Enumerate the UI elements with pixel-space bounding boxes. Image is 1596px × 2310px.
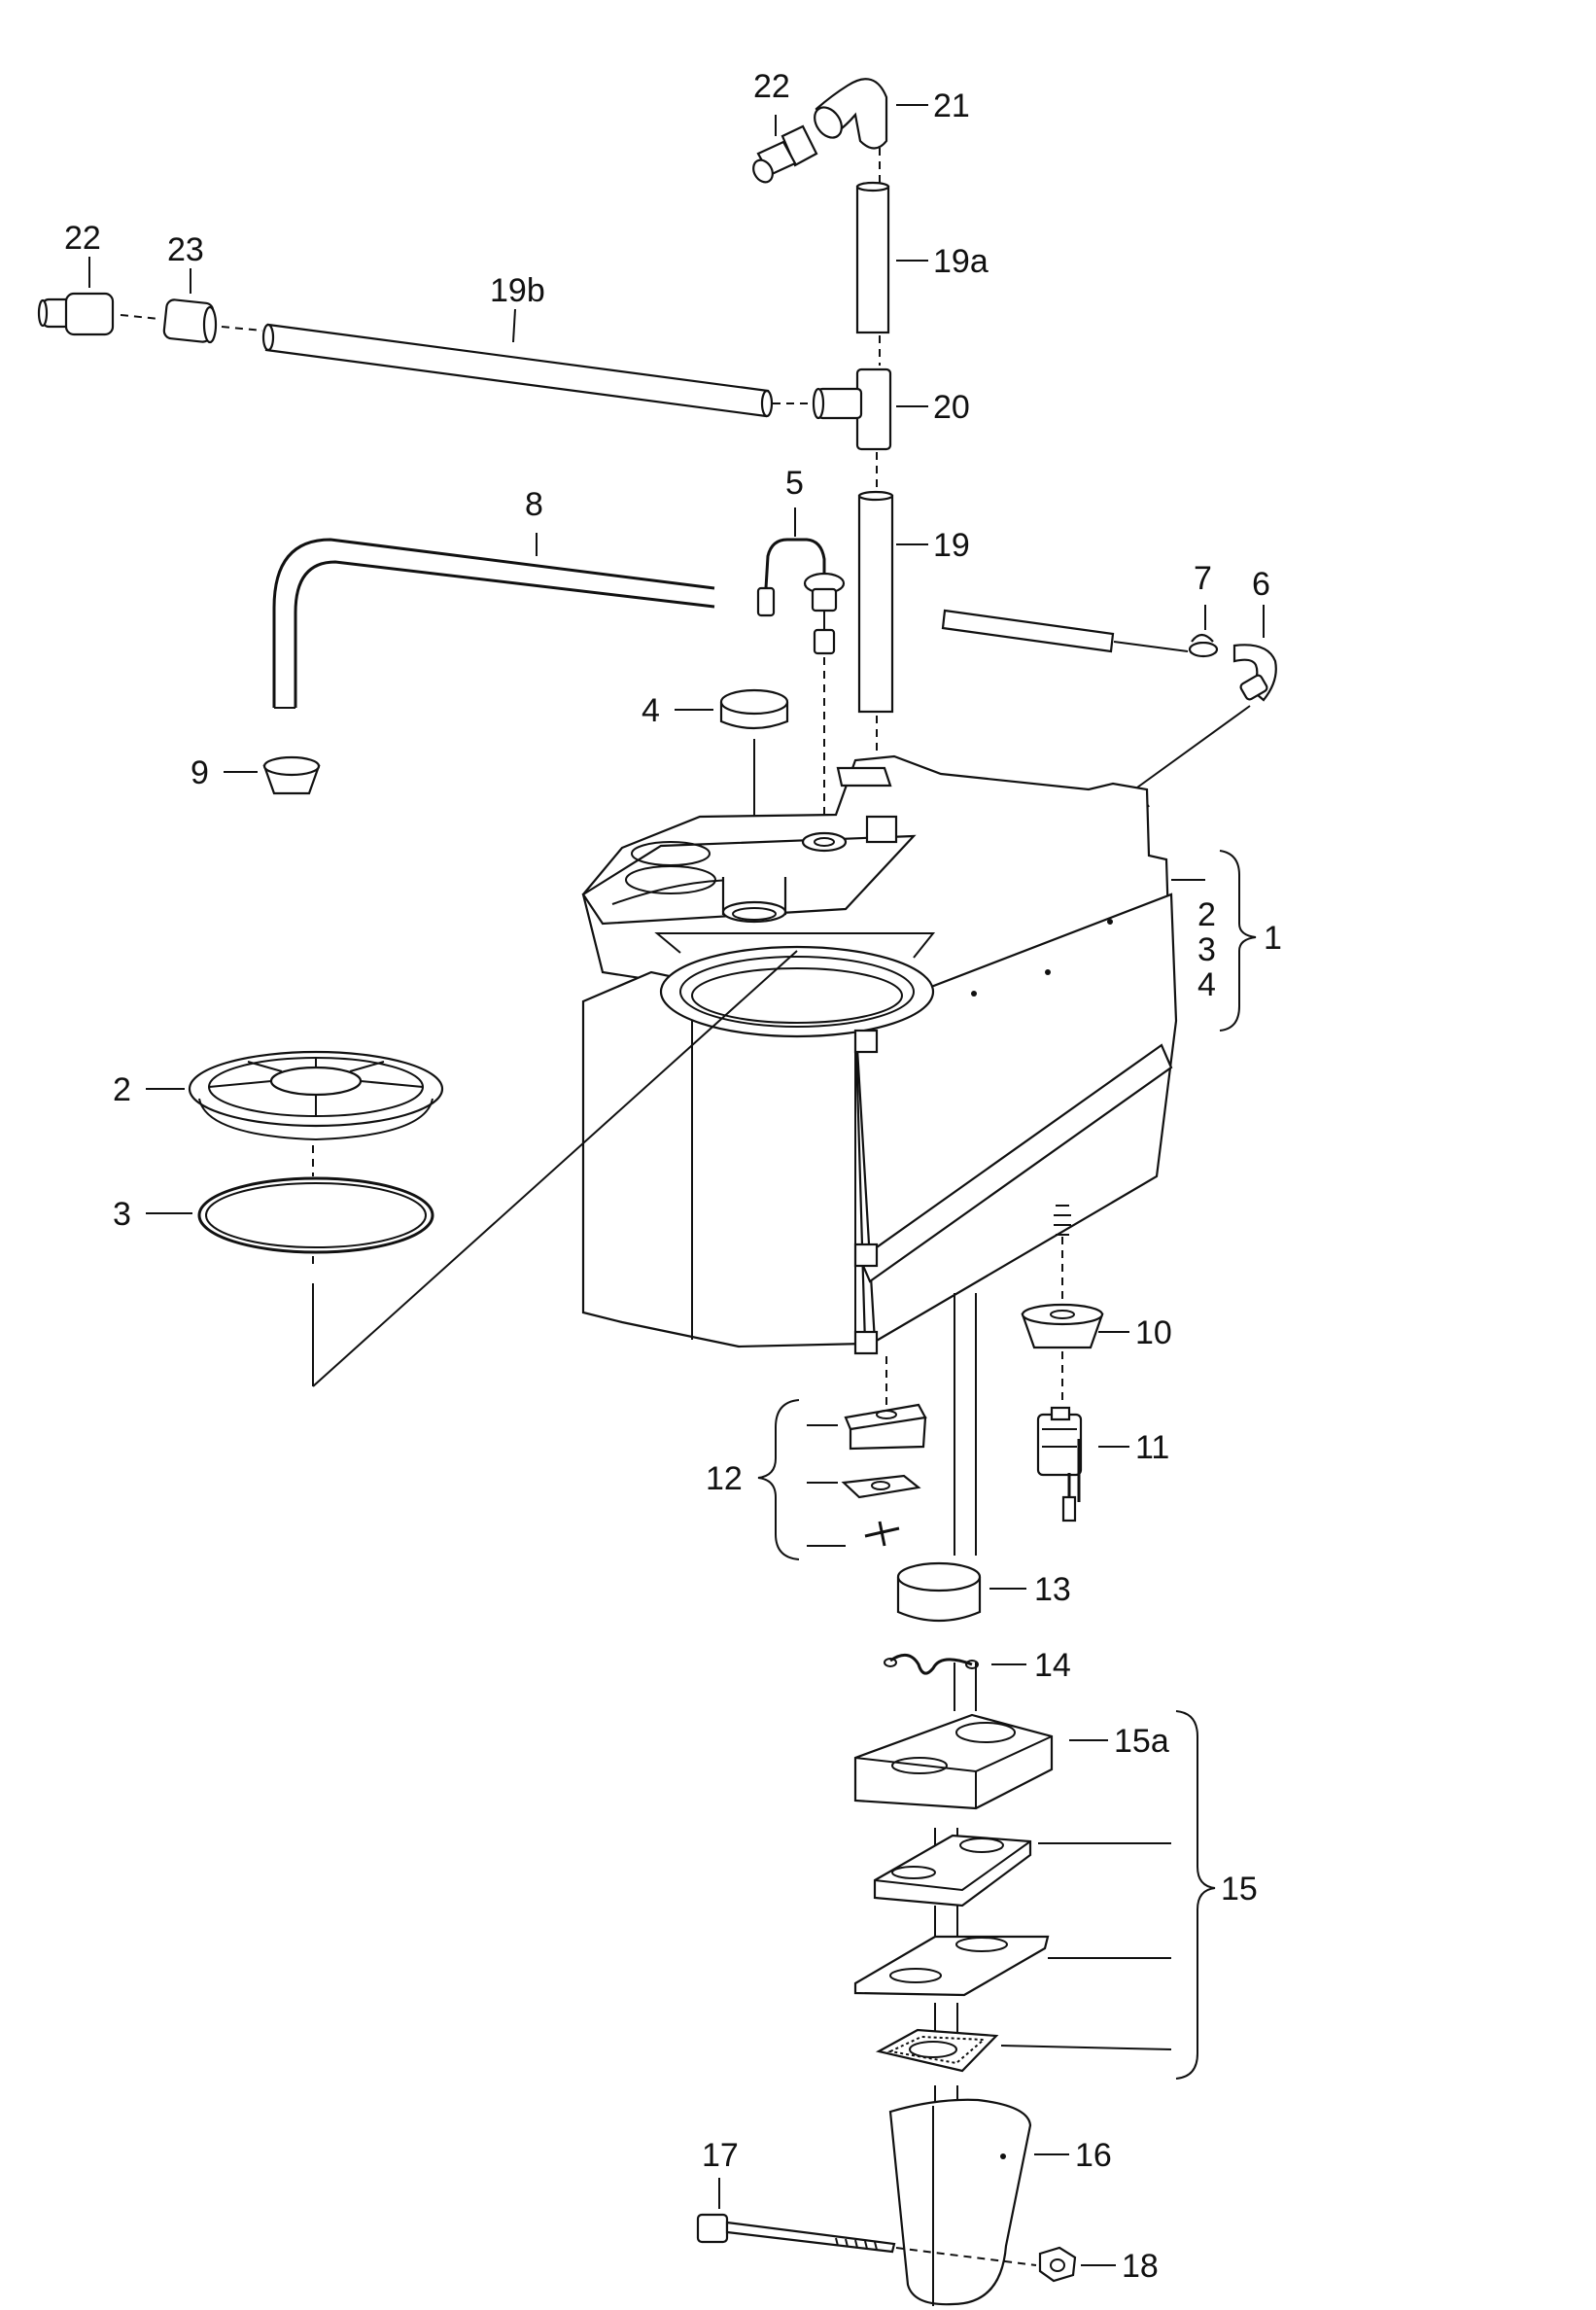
part-12-washer-plate — [841, 1474, 921, 1499]
callout-10: 10 — [1135, 1314, 1172, 1351]
callout-15a: 15a — [1114, 1723, 1169, 1760]
callout-18: 18 — [1122, 2248, 1159, 2285]
part-5-level-sensor — [756, 538, 846, 841]
part-19b-long-tube — [261, 323, 813, 418]
callout-6: 6 — [1252, 566, 1270, 603]
callout-16: 16 — [1075, 2137, 1112, 2174]
part-16-strap — [888, 2098, 1032, 2306]
callout-3: 3 — [113, 1196, 131, 1233]
callout-9: 9 — [191, 754, 209, 791]
part-fuel-hose-right — [941, 609, 1189, 653]
callout-7: 7 — [1194, 560, 1212, 597]
part-12-clip — [864, 1521, 900, 1547]
part-4-filler-cap — [719, 688, 789, 914]
callout-2: 2 — [113, 1071, 131, 1108]
callout-13: 13 — [1034, 1571, 1071, 1608]
callout-17: 17 — [702, 2137, 739, 2174]
callout-11: 11 — [1135, 1429, 1169, 1466]
part-10-grommet — [1021, 1303, 1104, 1349]
callout-22-top: 22 — [753, 68, 790, 105]
part-19-tube — [857, 452, 894, 751]
part-9-grommet — [262, 755, 321, 795]
callout-14: 14 — [1034, 1647, 1071, 1684]
part-18-nut — [1038, 2246, 1077, 2283]
part-spring-drain — [1054, 1205, 1071, 1303]
callout-20: 20 — [933, 389, 970, 426]
bracket-part-15 — [1175, 1710, 1216, 2080]
part-22-connector-top — [752, 124, 818, 184]
callout-15: 15 — [1221, 1871, 1258, 1908]
part-8-vent-hose — [272, 538, 715, 709]
part-17-bolt — [696, 2213, 1037, 2266]
part-3-gasket-ring — [197, 1176, 434, 1254]
callout-8: 8 — [525, 486, 543, 523]
callout-19: 19 — [933, 527, 970, 564]
bracket-part-12 — [757, 1399, 800, 1560]
part-11-sensor — [1036, 1406, 1083, 1522]
bracket-part-1 — [1219, 850, 1257, 1032]
part-15-plate-1 — [873, 1834, 1032, 1908]
part-1-fuel-tank — [581, 754, 1178, 1355]
part-23-sleeve — [162, 298, 218, 344]
callout-1: 1 — [1264, 920, 1282, 957]
part-7-hose-clamp — [1188, 633, 1219, 658]
callout-19b: 19b — [490, 272, 545, 309]
callout-5: 5 — [785, 465, 804, 502]
part-14-spring-clip — [884, 1653, 979, 1675]
part-15-plate-2 — [853, 1935, 1050, 1997]
part-12-mount-block — [844, 1356, 927, 1451]
part-19a-tube — [855, 148, 890, 366]
callout-19a: 19a — [933, 243, 989, 280]
callout-21: 21 — [933, 88, 970, 124]
leader-19b — [512, 308, 516, 343]
part-2-cover — [188, 1050, 444, 1141]
callout-3-group: 3 — [1197, 931, 1216, 968]
part-22-connector-left — [37, 292, 115, 336]
callout-4: 4 — [642, 692, 660, 729]
part-15-gasket — [875, 2028, 999, 2073]
part-6-elbow-connector — [1136, 644, 1277, 808]
part-15a-pad — [853, 1713, 1054, 1810]
leader-ring-to-parts — [312, 950, 798, 1387]
callout-4-group: 4 — [1197, 966, 1216, 1003]
part-21-elbow-fitting — [814, 78, 888, 150]
callout-22-left: 22 — [64, 220, 101, 257]
callout-2-group: 2 — [1197, 896, 1216, 933]
part-20-t-connector — [812, 368, 892, 451]
leader-15-3 — [1000, 2045, 1172, 2050]
part-13-rubber-bumper — [896, 1561, 982, 1623]
callout-23: 23 — [167, 231, 204, 268]
callout-12: 12 — [706, 1460, 743, 1497]
